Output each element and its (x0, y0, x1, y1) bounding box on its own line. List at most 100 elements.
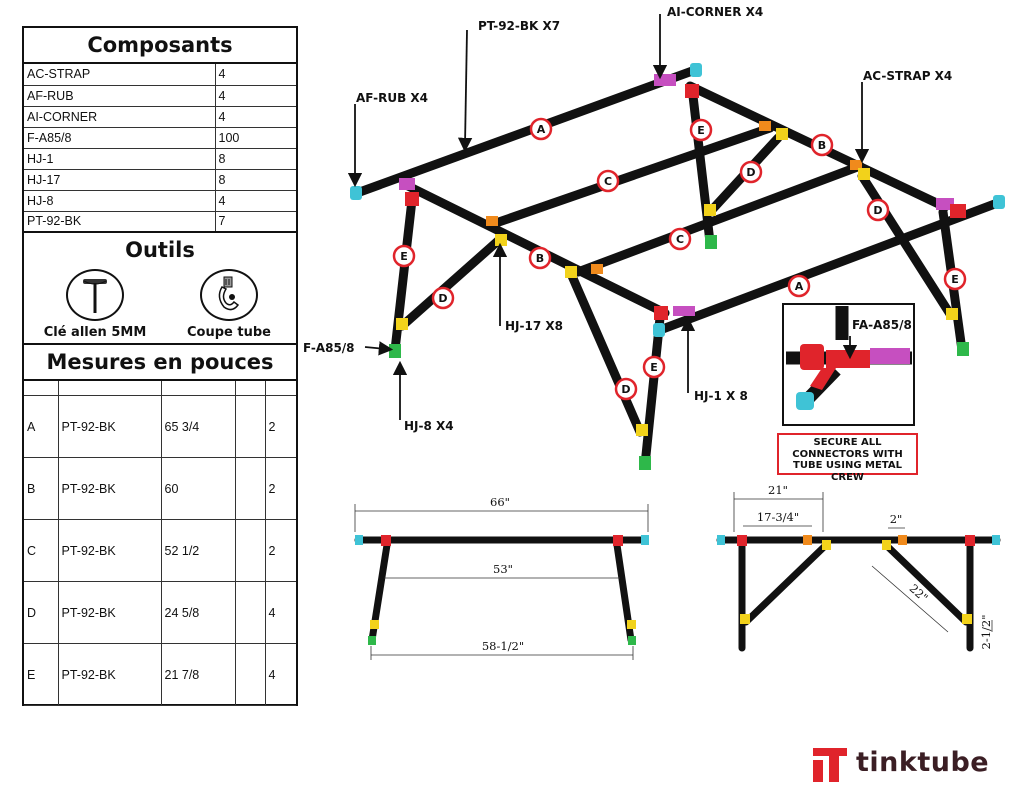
part-name: AF-RUB (24, 85, 216, 107)
callout-ai-corner: AI-CORNER X4 (667, 5, 763, 19)
measure-key: E (24, 643, 59, 706)
tube-label-d: D (431, 286, 455, 310)
callout-ac-strap: AC-STRAP X4 (863, 69, 952, 83)
tube-label-e: E (943, 267, 967, 291)
tools-title: Outils (125, 238, 195, 262)
svg-text:E: E (400, 250, 408, 263)
dim-side-21: 21" (768, 483, 788, 497)
part-qty: 4 (215, 85, 296, 107)
measure-qty: 4 (264, 581, 296, 644)
tinktube-logo-icon (813, 748, 847, 782)
part-name: HJ-1 (24, 148, 216, 170)
tube-label-a: A (529, 117, 553, 141)
callout-pt92: PT-92-BK X7 (478, 19, 560, 33)
tube-label-d: D (866, 198, 890, 222)
measure-length: 21 7/8 (160, 643, 236, 706)
tube-cutter-icon (200, 269, 258, 321)
part-qty: 8 (215, 169, 296, 191)
tube-label-d: D (739, 160, 763, 184)
measure-qty: 2 (264, 395, 296, 458)
callout-hj1: HJ-1 X 8 (694, 389, 748, 403)
tube-label-e: E (392, 244, 416, 268)
allen-key-icon (66, 269, 124, 321)
part-name: HJ-17 (24, 169, 216, 191)
dim-front-top: 66" (490, 495, 510, 509)
part-name: PT-92-BK (24, 211, 216, 233)
tube-label-d: D (614, 377, 638, 401)
part-qty: 4 (215, 190, 296, 212)
svg-text:D: D (438, 292, 447, 305)
callout-af-rub: AF-RUB X4 (356, 91, 428, 105)
svg-text:A: A (795, 280, 804, 293)
part-name: AI-CORNER (24, 106, 216, 128)
components-title: Composants (24, 28, 296, 64)
callout-hj8: HJ-8 X4 (404, 419, 454, 433)
tube-label-a: A (787, 274, 811, 298)
part-name: F-A85/8 (24, 127, 216, 149)
svg-text:C: C (676, 233, 684, 246)
measure-key: A (24, 395, 59, 458)
svg-text:E: E (650, 361, 658, 374)
dim-front-mid: 53" (493, 562, 513, 576)
tool-label: Coupe tube (187, 325, 271, 340)
tube-label-b: B (528, 246, 552, 270)
tube-label-b: B (810, 133, 834, 157)
svg-text:D: D (746, 166, 755, 179)
part-qty: 4 (215, 106, 296, 128)
brand-logo: tinktube (848, 742, 989, 782)
dim-side-17: 17-3/4" (757, 510, 799, 524)
detail-callout-fa85: FA-A85/8 (852, 318, 912, 332)
measure-length: 24 5/8 (160, 581, 236, 644)
detail-inset: FA-A85/8 (782, 303, 915, 426)
brand-name: tinktube (856, 746, 990, 778)
part-name: AC-STRAP (24, 64, 216, 86)
measure-qty: 2 (264, 457, 296, 520)
tools-section: Outils Clé allen 5MM Coupe tube (24, 233, 296, 345)
measure-part: PT-92-BK (57, 581, 162, 644)
tube-label-c: C (596, 169, 620, 193)
callout-hj17: HJ-17 X8 (505, 319, 563, 333)
measure-part: PT-92-BK (57, 643, 162, 706)
svg-text:B: B (536, 252, 544, 265)
callouts (347, 14, 870, 420)
callout-fa85: F-A85/8 (303, 341, 355, 355)
svg-text:C: C (604, 175, 612, 188)
tube-labels: A A B B C C D D D D E E E E (392, 117, 967, 401)
part-qty: 7 (215, 211, 296, 233)
measure-qty: 4 (264, 643, 296, 706)
iso-frame: A A B B C C D D D D E E E E (350, 63, 1005, 470)
part-qty: 8 (215, 148, 296, 170)
svg-text:B: B (818, 139, 826, 152)
measures-title: Mesures en pouces (24, 345, 296, 381)
dim-front-bottom: 58-1/2" (482, 639, 524, 653)
measure-part: PT-92-BK (57, 395, 162, 458)
part-qty: 4 (215, 64, 296, 86)
part-qty: 100 (215, 127, 296, 149)
svg-text:E: E (951, 273, 959, 286)
svg-text:E: E (697, 124, 705, 137)
secure-connectors-note: SECURE ALL CONNECTORS WITH TUBE USING ME… (777, 433, 918, 483)
svg-text:D: D (873, 204, 882, 217)
part-name: HJ-8 (24, 190, 216, 212)
svg-text:A: A (537, 123, 546, 136)
svg-text:D: D (621, 383, 630, 396)
side-view: 21" 17-3/4" 2" 22" 2-1/2" (716, 483, 1001, 652)
tube-label-e: E (689, 118, 713, 142)
tool-tube-cutter: Coupe tube (164, 269, 294, 340)
tube-label-e: E (642, 355, 666, 379)
